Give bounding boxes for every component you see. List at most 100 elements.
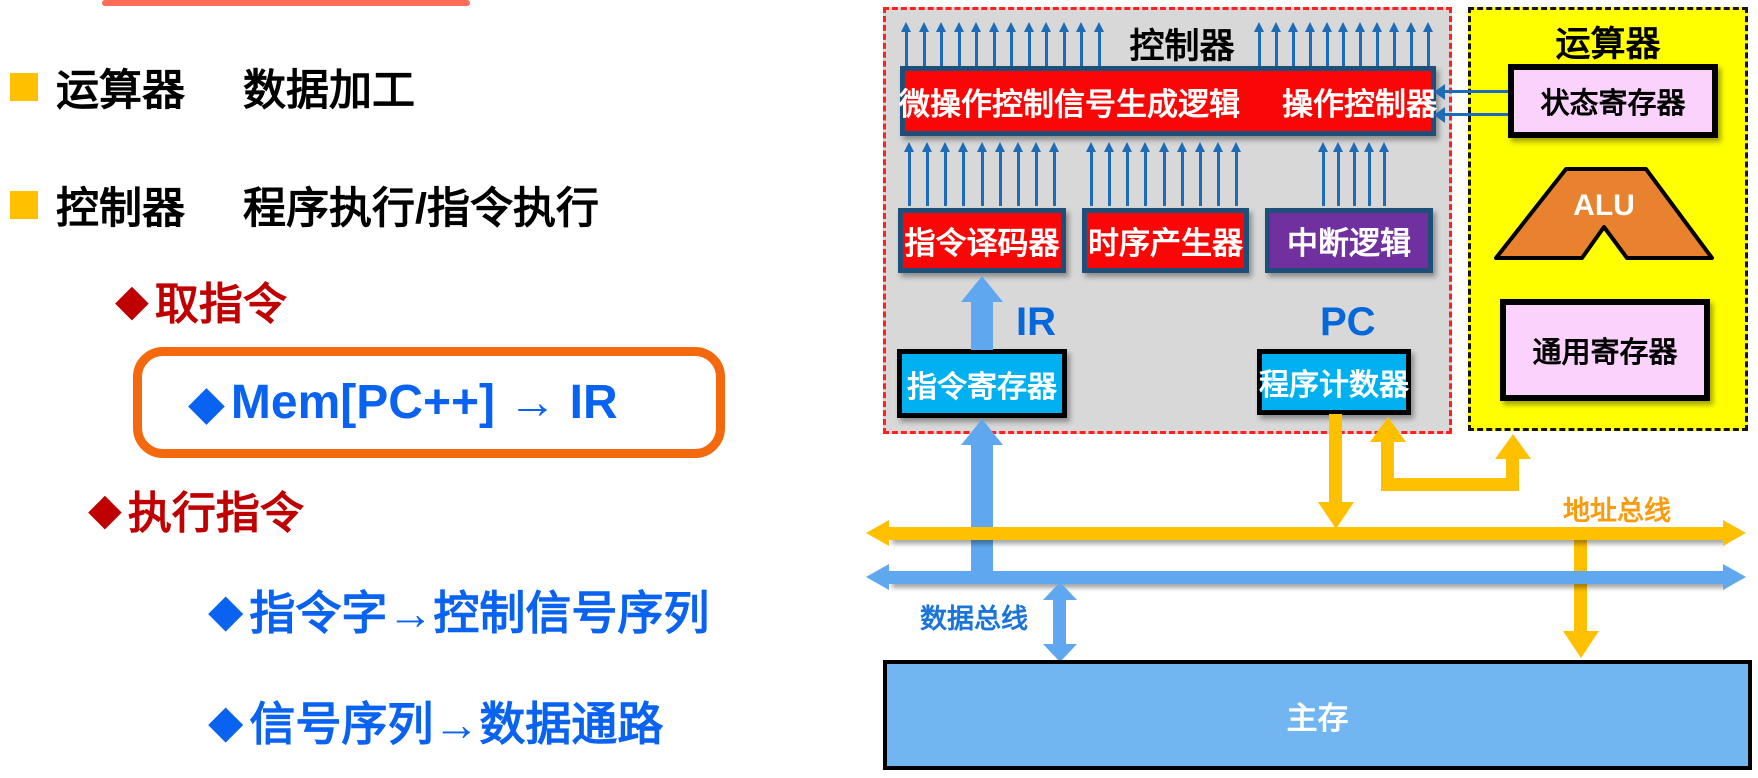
sub-item-fetch: ◆ 取指令 bbox=[115, 268, 287, 332]
up-arrow-icon bbox=[918, 22, 929, 66]
up-arrow-icon bbox=[1333, 142, 1344, 206]
membus-arrow-shaft bbox=[1053, 598, 1066, 646]
u-connector-horizontal bbox=[1381, 478, 1519, 491]
data-bus-label: 数据总线 bbox=[920, 604, 1028, 634]
up-arrow-icon bbox=[1093, 22, 1104, 66]
bullet-desc: 程序执行/指令执行 bbox=[243, 185, 599, 233]
up-arrow-icon bbox=[904, 142, 914, 206]
interrupt-output-arrows bbox=[1318, 142, 1389, 206]
op-controller-label: 操作控制器 bbox=[1282, 86, 1437, 122]
up-arrow-icon bbox=[1406, 22, 1417, 66]
diamond-icon: ◆ bbox=[208, 695, 244, 747]
control-signal-arrows-left bbox=[901, 22, 1104, 66]
diamond-icon: ◆ bbox=[88, 484, 122, 534]
up-arrow-icon bbox=[1379, 142, 1389, 206]
up-arrow-icon bbox=[1304, 22, 1315, 66]
status-register-box: 状态寄存器 bbox=[1508, 64, 1718, 138]
exec-step-2: ◆ 信号序列→数据通路 bbox=[208, 688, 663, 754]
status-arrow-shaft bbox=[1443, 90, 1508, 93]
up-arrow-icon bbox=[1086, 142, 1096, 206]
up-arrow-icon bbox=[1158, 142, 1169, 206]
instruction-register-box: 指令寄存器 bbox=[897, 349, 1067, 418]
u-connector-right-shaft bbox=[1506, 457, 1519, 491]
up-arrow-icon bbox=[1006, 22, 1017, 66]
up-arrow-icon bbox=[971, 22, 982, 66]
up-arrow-icon bbox=[1389, 22, 1400, 66]
interrupt-logic-box: 中断逻辑 bbox=[1265, 208, 1433, 273]
up-arrow-icon bbox=[922, 142, 933, 206]
data-bus bbox=[866, 564, 1746, 590]
status-arrow-left-icon bbox=[1434, 84, 1445, 100]
bullet-term: 运算器 bbox=[56, 67, 185, 115]
membus-arrow-up-icon bbox=[1043, 582, 1077, 600]
up-arrow-icon bbox=[1012, 142, 1023, 206]
formula-text: Mem[PC++] → IR bbox=[230, 376, 618, 429]
alu-shape: ALU bbox=[1494, 167, 1714, 260]
up-arrow-icon bbox=[1231, 142, 1241, 206]
up-arrow-icon bbox=[936, 22, 947, 66]
bullet-square-icon bbox=[10, 73, 38, 101]
instruction-decoder-box: 指令译码器 bbox=[898, 208, 1066, 273]
pc-to-addrbus-shaft bbox=[1329, 414, 1342, 504]
decoder-output-arrows bbox=[904, 142, 1059, 206]
up-arrow-icon bbox=[1287, 22, 1298, 66]
status-arrow-shaft bbox=[1443, 113, 1508, 116]
up-arrow-icon bbox=[1076, 22, 1087, 66]
diamond-icon: ◆ bbox=[115, 275, 149, 325]
exec-step-1: ◆ 指令字→控制信号序列 bbox=[208, 577, 709, 643]
bullet-square-icon bbox=[10, 191, 38, 219]
control-signal-arrows-right bbox=[1254, 22, 1433, 66]
address-bus-label: 地址总线 bbox=[1563, 496, 1671, 526]
up-arrow-icon bbox=[1338, 22, 1349, 66]
up-arrow-icon bbox=[958, 142, 969, 206]
up-arrow-icon bbox=[1270, 22, 1281, 66]
diamond-icon: ◆ bbox=[208, 584, 244, 636]
ir-to-decoder-arrow-shaft bbox=[971, 300, 993, 350]
up-arrow-icon bbox=[1254, 22, 1264, 66]
sub-item-execute: ◆ 执行指令 bbox=[88, 477, 304, 541]
up-arrow-icon bbox=[1363, 142, 1374, 206]
up-arrow-icon bbox=[940, 142, 951, 206]
exec-step-text: 信号序列→数据通路 bbox=[249, 698, 664, 750]
up-arrow-icon bbox=[994, 142, 1005, 206]
to-pc-arrow-icon bbox=[1370, 417, 1406, 442]
up-arrow-icon bbox=[1321, 22, 1332, 66]
timing-output-arrows bbox=[1086, 142, 1241, 206]
address-bus bbox=[866, 520, 1746, 546]
up-arrow-icon bbox=[988, 22, 999, 66]
exec-step-text: 指令字→控制信号序列 bbox=[249, 587, 710, 639]
diamond-icon: ◆ bbox=[188, 376, 225, 430]
up-arrow-icon bbox=[1318, 142, 1328, 206]
bus-to-ir-arrow-shaft bbox=[971, 443, 993, 573]
micro-op-control-box: 微操作控制信号生成逻辑 操作控制器 bbox=[899, 66, 1437, 136]
general-register-box: 通用寄存器 bbox=[1500, 299, 1710, 401]
bullet-item-alu: 运算器 数据加工 bbox=[10, 56, 415, 118]
ir-label: IR bbox=[1016, 300, 1056, 344]
up-arrow-icon bbox=[1049, 142, 1059, 206]
membus-arrow-down-icon bbox=[1043, 644, 1077, 662]
bullet-term: 控制器 bbox=[56, 185, 185, 233]
pc-to-addrbus-arrow-icon bbox=[1318, 502, 1354, 529]
program-counter-box: 程序计数器 bbox=[1257, 349, 1411, 415]
to-genreg-arrow-icon bbox=[1495, 434, 1531, 459]
bus-to-ir-arrow-icon bbox=[961, 419, 1003, 445]
up-arrow-icon bbox=[1212, 142, 1223, 206]
fetch-label: 取指令 bbox=[154, 280, 287, 329]
ir-to-decoder-arrow-icon bbox=[961, 276, 1003, 302]
main-memory-box: 主存 bbox=[883, 660, 1752, 770]
up-arrow-icon bbox=[1194, 142, 1205, 206]
alu-unit-title: 运算器 bbox=[1555, 25, 1661, 64]
top-accent-line bbox=[102, 0, 470, 6]
up-arrow-icon bbox=[1030, 142, 1041, 206]
fetch-formula-box: ◆ Mem[PC++] → IR bbox=[133, 347, 725, 458]
timing-generator-box: 时序产生器 bbox=[1082, 208, 1249, 273]
up-arrow-icon bbox=[1355, 22, 1366, 66]
micro-op-label: 微操作控制信号生成逻辑 bbox=[899, 86, 1240, 122]
up-arrow-icon bbox=[1104, 142, 1115, 206]
bullet-item-controller: 控制器 程序执行/指令执行 bbox=[10, 174, 599, 236]
addrbus-to-memory-arrow-icon bbox=[1563, 631, 1599, 658]
alu-text: ALU bbox=[1573, 189, 1635, 222]
up-arrow-icon bbox=[901, 22, 911, 66]
status-arrow-left-icon bbox=[1434, 107, 1445, 123]
